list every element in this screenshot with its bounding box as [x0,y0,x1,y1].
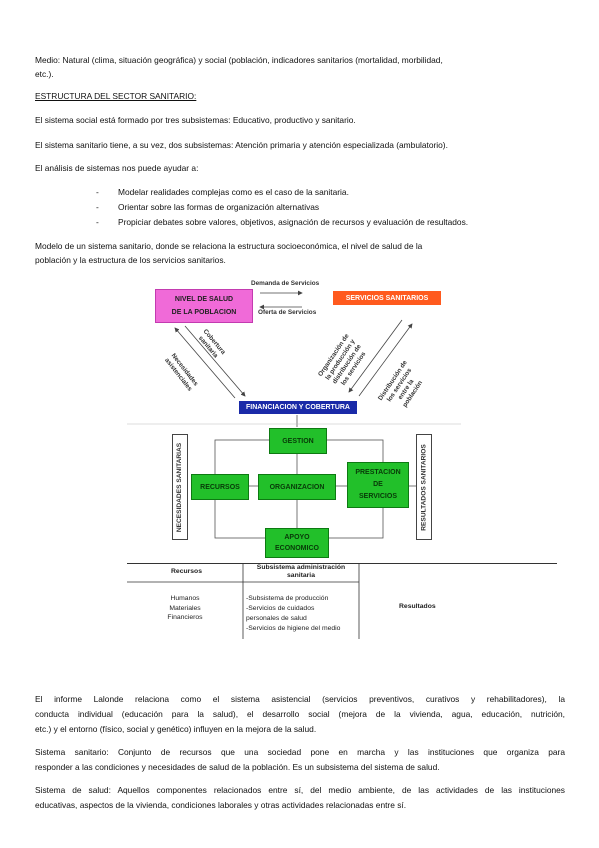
modelo-line-1: Modelo de un sistema sanitario, donde se… [35,241,423,251]
subsistema-item: -Servicios de higiene del medio [246,625,341,632]
table-header-subsistema: Subsistema administración sanitaria [245,564,357,580]
bullet-text: Propiciar debates sobre valores, objetiv… [118,217,469,227]
section-title-estructura: ESTRUCTURA DEL SECTOR SANITARIO: [35,91,197,101]
nivel-salud-line-1: NIVEL DE SALUD [174,296,234,303]
resultados-sanitarios-label: RESULTADOS SANITARIOS [416,434,432,540]
bullet-item: - Modelar realidades complejas como es el… [96,185,556,199]
recursos-table: Recursos Subsistema administración sanit… [127,563,557,639]
bullet-dash: - [96,217,99,227]
oferta-label: Oferta de Servicios [258,309,317,316]
table-header-subsistema-line-2: sanitaria [287,572,315,579]
medio-line-1: Medio: Natural (clima, situación geográf… [35,55,443,65]
nivel-salud-box: NIVEL DE SALUD DE LA POBLACION [155,289,253,323]
subsistema-item: personales de salud [246,615,307,622]
modelo-line-2: población y la estructura de los servici… [35,255,226,265]
organizacion-box: ORGANIZACION [258,474,336,500]
lalonde-line-1: El informe Lalonde relaciona como el sis… [35,694,565,704]
prestacion-line-2: DE [373,481,383,488]
prestacion-servicios-box: PRESTACION DE SERVICIOS [347,462,409,508]
nivel-salud-line-2: DE LA POBLACION [171,309,237,316]
apoyo-line-1: APOYO [284,534,310,541]
recursos-item: Financieros [167,614,203,621]
servicios-sanitarios-box: SERVICIOS SANITARIOS [333,291,441,305]
bullet-item: - Propiciar debates sobre valores, objeti… [96,215,556,229]
recursos-item: Humanos [170,595,200,602]
bullet-dash: - [96,202,99,212]
subsistema-item: -Subsistema de producción [246,595,329,602]
gestion-box: GESTION [269,428,327,454]
bullet-item: - Orientar sobre las formas de organizaci… [96,200,556,214]
subsistemas-paragraph: El sistema social está formado por tres … [35,115,356,125]
medio-line-2: etc.). [35,69,54,79]
table-lines [127,563,557,639]
sistema-sanitario-line-2: responder a las condiciones y necesidade… [35,762,440,772]
bullet-dash: - [96,187,99,197]
recursos-item: Materiales [169,604,201,612]
sistema-salud-line-2: educativas, aspectos de la vivienda, con… [35,800,407,810]
sistema-sanitario-line-1: Sistema sanitario: Conjunto de recursos … [35,747,565,757]
bullet-text: Orientar sobre las formas de organizació… [118,202,320,212]
lalonde-line-3: etc.) y el entorno (físico, social y gen… [35,724,317,734]
demanda-label: Demanda de Servicios [251,280,320,287]
necesidades-sanitarias-label: NECESIDADES SANITARIAS [172,434,188,540]
prestacion-line-1: PRESTACION [355,469,401,476]
apoyo-economico-box: APOYO ECONOMICO [265,528,329,558]
apoyo-line-2: ECONOMICO [275,545,319,552]
subsistema-item: -Servicios de cuidados [246,605,315,612]
sanitary-system-diagram: NIVEL DE SALUD DE LA POBLACION SERVICIOS … [127,280,461,564]
analisis-paragraph: El análisis de sistemas nos puede ayudar… [35,163,199,173]
prestacion-line-3: SERVICIOS [359,493,397,500]
financiacion-box: FINANCIACION Y COBERTURA [239,401,357,414]
table-cell-recursos: Humanos Materiales Financieros [127,594,243,623]
lalonde-line-2: conducta individual (educación para la s… [35,709,565,719]
bullet-text: Modelar realidades complejas como es el … [118,187,349,197]
recursos-box: RECURSOS [191,474,249,500]
sistema-salud-line-1: Sistema de salud: Aquellos componentes r… [35,785,565,795]
table-cell-resultados: Resultados [399,603,436,610]
sanitario-subsistemas-paragraph: El sistema sanitario tiene, a su vez, do… [35,140,448,150]
table-header-subsistema-line-1: Subsistema administración [256,564,346,571]
table-cell-subsistema: -Subsistema de producción -Servicios de … [246,594,358,634]
table-header-recursos: Recursos [171,568,202,575]
